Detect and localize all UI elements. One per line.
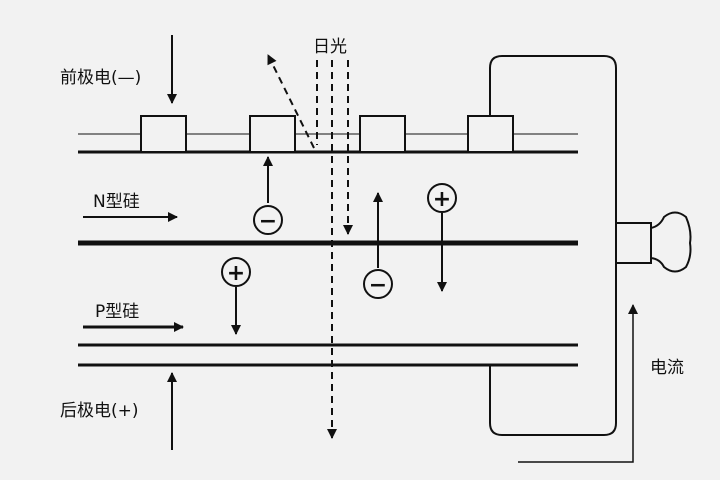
front-electrode-3 xyxy=(359,115,406,153)
front-electrode-1 xyxy=(140,115,187,153)
front-electrode-2 xyxy=(249,115,296,153)
hole-2-sign: + xyxy=(227,261,245,286)
electron-2-sign: − xyxy=(369,273,387,298)
front-electrode-label: 前极电(—) xyxy=(60,68,141,88)
front-electrode-4 xyxy=(467,115,514,153)
electron-1-sign: − xyxy=(259,209,277,234)
hole-1-sign: + xyxy=(433,187,451,212)
hole-1-icon xyxy=(427,183,457,213)
n-silicon-label: N型硅 xyxy=(93,192,140,212)
current-arrow xyxy=(518,304,638,463)
load-base xyxy=(615,222,652,264)
reflected-ray xyxy=(267,54,315,149)
current-label: 电流 xyxy=(650,358,684,378)
hole-2-icon xyxy=(221,257,251,287)
electron-2-icon xyxy=(363,269,393,299)
electron-1-icon xyxy=(253,205,283,235)
back-electrode-label: 后极电(+) xyxy=(60,401,139,421)
load-bulb-icon xyxy=(650,211,692,273)
sunlight-label: 日光 xyxy=(313,37,347,57)
p-silicon-label: P型硅 xyxy=(95,302,139,322)
